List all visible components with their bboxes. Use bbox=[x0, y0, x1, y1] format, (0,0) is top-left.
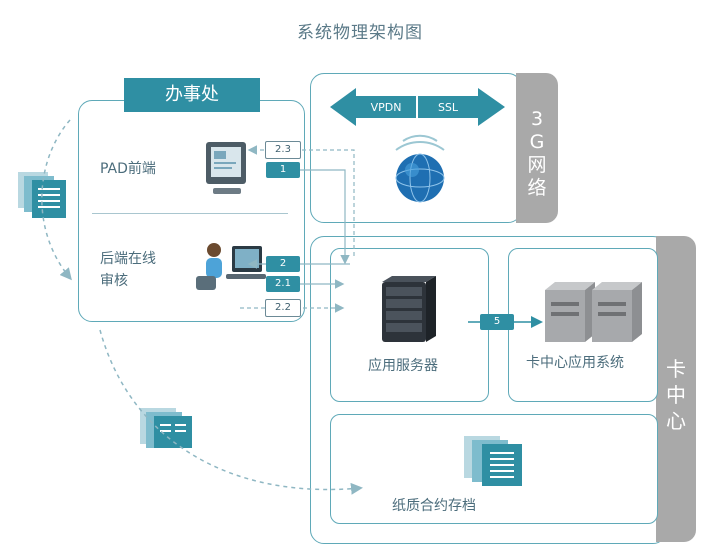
step-5-badge: 5 bbox=[480, 314, 514, 330]
step-2-2-badge: 2.2 bbox=[265, 299, 301, 317]
card-center-side-bar bbox=[656, 236, 696, 542]
diagram-title: 系统物理架构图 bbox=[297, 23, 423, 43]
office-tab: 办事处 bbox=[124, 78, 260, 112]
globe-icon bbox=[395, 134, 445, 203]
step-2-1-badge: 2.1 bbox=[266, 276, 300, 292]
document-stack-icon bbox=[18, 172, 66, 218]
document-stack-icon bbox=[140, 408, 192, 448]
document-stack-icon bbox=[464, 436, 522, 486]
archive-label: 纸质合约存档 bbox=[392, 498, 476, 514]
step-2-badge: 2 bbox=[266, 256, 300, 272]
network-side-label: 3G网络 bbox=[527, 108, 547, 199]
card-center-side-label: 卡中心 bbox=[666, 357, 686, 433]
network-side-bar bbox=[516, 73, 558, 223]
rack-server-icon bbox=[545, 282, 642, 342]
vpdn-ssl-arrow bbox=[330, 88, 505, 126]
app-server-label: 应用服务器 bbox=[368, 358, 438, 374]
pad-frontend-label: PAD前端 bbox=[100, 161, 156, 177]
vpdn-label: VPDN bbox=[370, 101, 402, 114]
server-icon bbox=[382, 276, 436, 342]
backend-review-label-1: 后端在线 bbox=[100, 251, 156, 267]
operator-computer-icon bbox=[196, 243, 266, 290]
step-1-badge: 1 bbox=[266, 162, 300, 178]
core-system-label: 卡中心应用系统 bbox=[526, 355, 624, 371]
ssl-label: SSL bbox=[437, 101, 459, 114]
office-divider bbox=[92, 213, 288, 214]
backend-review-label-2: 审核 bbox=[100, 273, 128, 289]
step-2-3-badge: 2.3 bbox=[265, 141, 301, 159]
pad-monitor-icon bbox=[206, 142, 246, 194]
